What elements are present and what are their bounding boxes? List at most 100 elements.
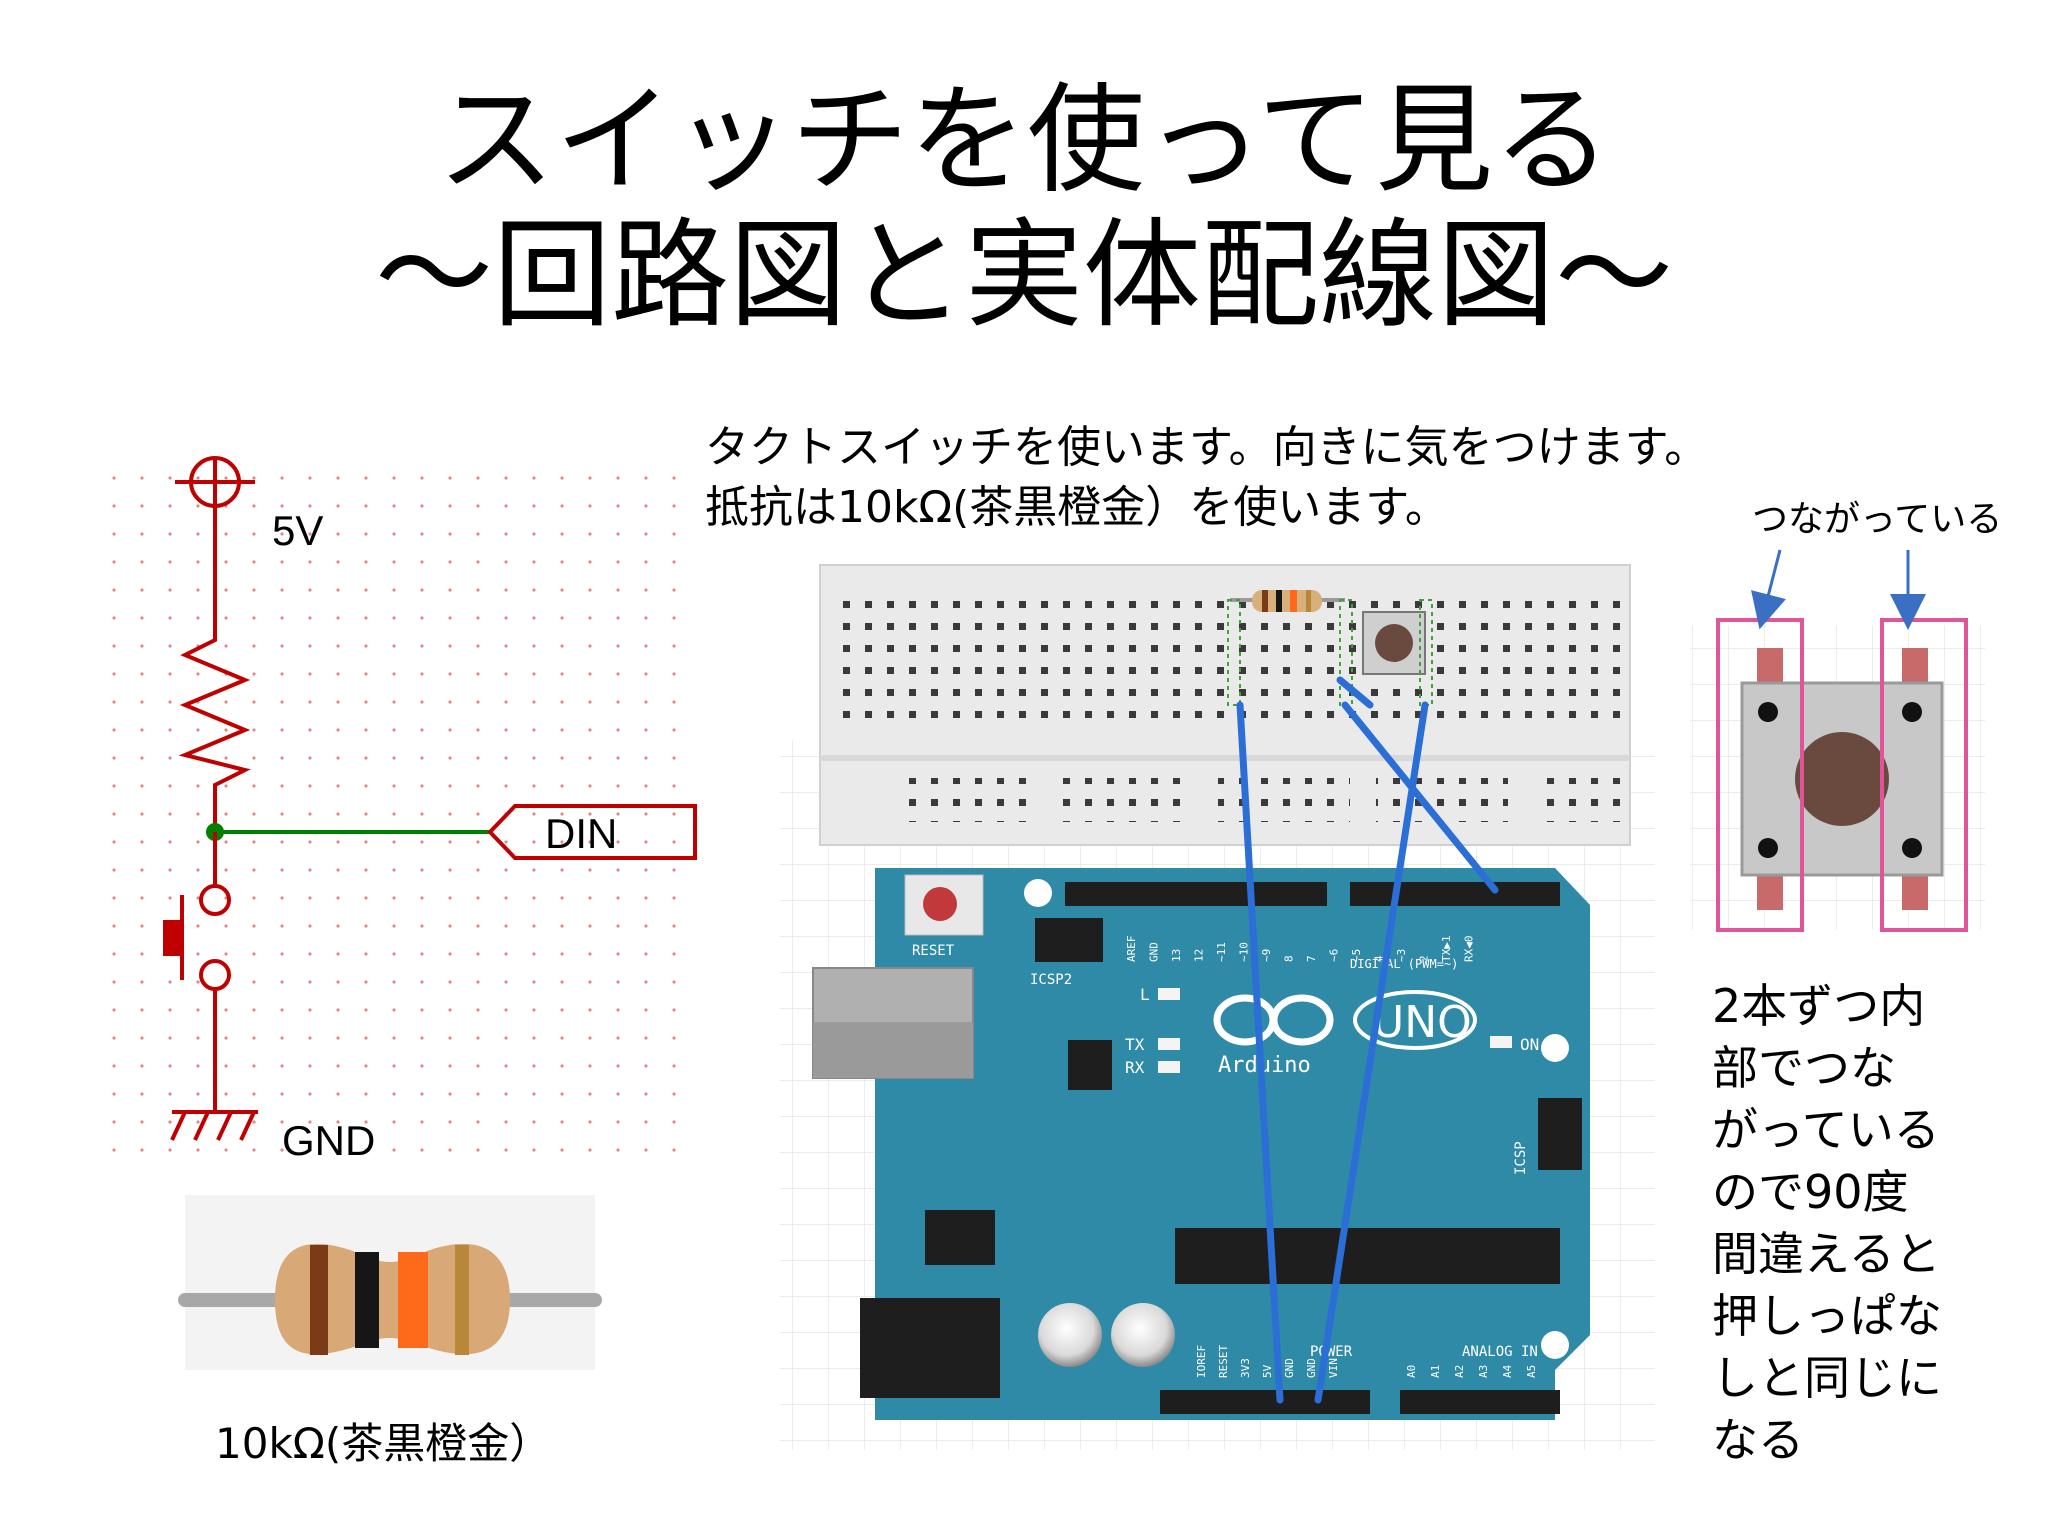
- note-line: 部でつな: [1712, 1041, 1896, 1095]
- icsp2-header: [1035, 918, 1103, 962]
- wire-gnd: [1314, 701, 1429, 1404]
- pin-label: ~5: [1350, 949, 1363, 962]
- icsp-label: ICSP: [1513, 1141, 1529, 1175]
- pin-label: RESET: [1217, 1345, 1230, 1378]
- pin-label: A4: [1501, 1364, 1514, 1378]
- led-tx-label: TX: [1125, 1035, 1145, 1054]
- vcc-label: 5V: [272, 507, 323, 554]
- led-on-label: ON: [1520, 1035, 1539, 1054]
- led-l-label: L: [1140, 985, 1150, 1004]
- capacitor-1: [1038, 1303, 1102, 1367]
- power-pin-labels: IOREF RESET 3V3 5V GND GND VIN: [1195, 1345, 1340, 1378]
- breadboard-resistor: [1252, 590, 1322, 612]
- pin-label: ~9: [1260, 949, 1273, 962]
- din-label: DIN: [545, 810, 617, 857]
- band-gold: [455, 1245, 469, 1355]
- band-orange: [398, 1252, 428, 1348]
- pin-label: 12: [1193, 949, 1206, 962]
- rail-holes-2: [1060, 778, 1192, 822]
- rail-holes-3: [1218, 778, 1350, 822]
- arrow-left-icon: [1751, 549, 1786, 630]
- switch-detail: [1690, 549, 1985, 932]
- arduino-board: RESET ICSP2 L TX RX ON: [812, 868, 1590, 1420]
- pin-label: A1: [1429, 1365, 1442, 1378]
- pin-label: IOREF: [1195, 1345, 1208, 1378]
- pin-label: 13: [1170, 949, 1183, 962]
- breadboard-holes-top: [840, 588, 1630, 720]
- led-rx-label: RX: [1125, 1058, 1145, 1077]
- microcontroller: [1175, 1228, 1560, 1284]
- capacitor-2: [1111, 1303, 1175, 1367]
- din-port: [487, 804, 697, 860]
- note-line: 押しっぱな: [1712, 1289, 1942, 1343]
- top-pin-labels: AREF GND 13 12 ~11 ~10 ~9 8 7 ~6 ~5 4 ~3 2 TX▶1 RX◀0: [1125, 936, 1476, 963]
- wire-d2-stub: [1336, 676, 1374, 709]
- pin-label: GND: [1305, 1358, 1318, 1378]
- switch-symbol: [163, 832, 231, 1112]
- note-line: ので90度: [1712, 1165, 1909, 1219]
- pin-label: ~6: [1328, 949, 1341, 962]
- schematic: 5V GND DIN: [105, 455, 697, 1165]
- pin-label: ~10: [1238, 942, 1251, 962]
- connected-label: つながっている: [1752, 499, 2003, 540]
- power-header: [1160, 1390, 1370, 1414]
- digital-header-1: [1065, 882, 1327, 906]
- pin-label: VIN: [1327, 1358, 1340, 1378]
- pin-label: ~11: [1215, 942, 1228, 962]
- pin-label: TX▶1: [1440, 936, 1453, 963]
- wire-5v: [1236, 701, 1284, 1404]
- title-line-2: ～回路図と実体配線図～: [374, 206, 1673, 344]
- pin-label: AREF: [1125, 936, 1138, 963]
- note-line: がっている: [1712, 1103, 1940, 1157]
- pin-label: RX◀0: [1463, 936, 1476, 963]
- note-line: 2本ずつ内: [1712, 979, 1926, 1033]
- pin-label: 3V3: [1239, 1358, 1252, 1378]
- resistor-caption: 10kΩ(茶黒橙金）: [215, 1419, 552, 1468]
- description-line-2: 抵抗は10kΩ(茶黒橙金）を使います。: [705, 482, 1449, 533]
- pin-label: 8: [1283, 955, 1296, 962]
- switch-note: 2本ずつ内 部でつな がっている ので90度 間違えると 押しっぱな しと同じに…: [1712, 975, 2012, 1471]
- pin-label: 2: [1418, 955, 1431, 962]
- analog-header: [1400, 1390, 1560, 1414]
- vcc-symbol: [175, 456, 255, 508]
- band-black: [355, 1252, 379, 1348]
- wire-d2: [1341, 701, 1499, 894]
- reset-label: RESET: [912, 943, 955, 959]
- pin-label: 5V: [1261, 1364, 1274, 1378]
- schematic-grid: [105, 455, 695, 1165]
- pin-label: ~3: [1395, 949, 1408, 962]
- note-line: なる: [1712, 1413, 1804, 1467]
- pin-label: 4: [1373, 955, 1386, 962]
- breadboard: [819, 564, 1631, 846]
- title-line-1: スイッチを使って見る: [436, 71, 1612, 209]
- switch-button: [1795, 732, 1889, 826]
- pin-label: A3: [1477, 1365, 1490, 1378]
- note-line: しと同じに: [1712, 1351, 1942, 1405]
- rail-holes-4: [1376, 778, 1508, 822]
- digital-header-2: [1350, 882, 1560, 906]
- rail-holes-5: [1534, 778, 1622, 822]
- gnd-label: GND: [282, 1117, 375, 1164]
- arduino-logo: [1213, 990, 1477, 1050]
- analog-label: ANALOG IN: [1462, 1344, 1538, 1360]
- logo-uno: UNO: [1372, 997, 1472, 1048]
- pin-label: GND: [1283, 1358, 1296, 1378]
- pin-label: A0: [1405, 1365, 1418, 1378]
- usb-chip: [1068, 1040, 1112, 1090]
- pin-label: GND: [1148, 942, 1161, 962]
- pin-label: A2: [1453, 1365, 1466, 1378]
- icsp-header: [1538, 1098, 1582, 1170]
- voltage-regulator: [925, 1210, 995, 1265]
- rail-holes-1: [902, 778, 1034, 822]
- note-line: 間違えると: [1712, 1227, 1941, 1281]
- reset-button[interactable]: [923, 887, 957, 921]
- icsp2-label: ICSP2: [1030, 972, 1072, 988]
- resistor-photo: [178, 1195, 602, 1370]
- pin-label: 7: [1305, 955, 1318, 962]
- wiring-diagram: RESET ICSP2 L TX RX ON: [780, 564, 1655, 1450]
- jumper-wires: [1236, 676, 1499, 1404]
- description-line-1: タクトスイッチを使います。向きに気をつけます。: [705, 422, 1709, 473]
- resistor-symbol: [178, 506, 251, 832]
